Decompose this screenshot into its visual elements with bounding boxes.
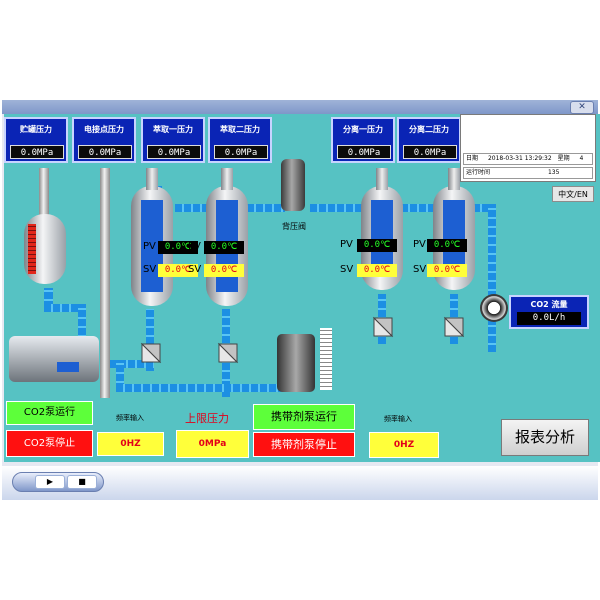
pipe bbox=[39, 168, 49, 218]
stop-button[interactable]: ■ bbox=[67, 475, 97, 489]
freq-input-field[interactable]: 0HZ bbox=[97, 432, 164, 456]
pv-label: PV bbox=[413, 239, 426, 250]
gauge-title: 分离一压力 bbox=[343, 125, 383, 134]
runtime-row: 运行时间 135 bbox=[463, 167, 593, 179]
date-label: 日期 bbox=[466, 155, 479, 162]
language-toggle-button[interactable]: 中文/EN bbox=[552, 186, 594, 202]
pipe bbox=[464, 204, 492, 212]
storage-tank bbox=[24, 214, 66, 284]
runtime-label: 运行时间 bbox=[466, 169, 491, 176]
valve-icon[interactable] bbox=[443, 316, 465, 338]
gauge-extract1-pressure: 萃取一压力 0.0MPa bbox=[141, 117, 205, 163]
date-value: 2018-03-31 13:29:32 bbox=[487, 155, 552, 162]
back-pressure-valve-label: 背压阀 bbox=[282, 222, 306, 231]
entrainer-pump-run-button[interactable]: 携带剂泵运行 bbox=[253, 404, 355, 430]
pv-label: PV bbox=[143, 241, 156, 252]
date-row: 日期 2018-03-31 13:29:32 星期 4 bbox=[463, 153, 593, 165]
entrainer-pump-stop-button[interactable]: 携带剂泵停止 bbox=[253, 432, 355, 457]
back-pressure-valve-icon bbox=[281, 159, 305, 211]
pipe bbox=[310, 204, 380, 212]
flow-value: 0.0L/h bbox=[517, 312, 581, 325]
valve-icon[interactable] bbox=[372, 316, 394, 338]
sv-value: 0.0℃ bbox=[158, 264, 198, 277]
level-indicator bbox=[28, 224, 36, 274]
gauge-sep1-pressure: 分离一压力 0.0MPa bbox=[331, 117, 395, 163]
pv-label: PV bbox=[188, 241, 201, 252]
flow-title: CO2 流量 bbox=[530, 300, 568, 309]
player-controls: ▶ ■ bbox=[12, 472, 104, 492]
sv-value: 0.0℃ bbox=[427, 264, 467, 277]
title-bar bbox=[2, 100, 598, 114]
gauge-value: 0.0MPa bbox=[147, 145, 201, 159]
pipe bbox=[44, 288, 53, 308]
pv-value: 0.0℃ bbox=[204, 241, 244, 254]
sv-label: SV bbox=[340, 264, 354, 275]
gauge-value: 0.0MPa bbox=[403, 145, 457, 159]
flow-meter-icon bbox=[480, 294, 508, 322]
gauge-title: 萃取二压力 bbox=[220, 125, 260, 134]
pipe bbox=[100, 168, 110, 398]
gauge-storage-pressure: 贮罐压力 0.0MPa bbox=[4, 117, 68, 163]
gauge-extract2-pressure: 萃取二压力 0.0MPa bbox=[208, 117, 272, 163]
runtime-value: 135 bbox=[547, 169, 560, 176]
entrainer-tank-icon bbox=[320, 328, 332, 390]
pv-value: 0.0℃ bbox=[427, 239, 467, 252]
stop-icon: ■ bbox=[78, 477, 86, 486]
gauge-title: 贮罐压力 bbox=[20, 125, 52, 134]
gauge-title: 萃取一压力 bbox=[153, 125, 193, 134]
pipe bbox=[44, 304, 82, 312]
sv-value: 0.0℃ bbox=[357, 264, 397, 277]
x-icon: ✕ bbox=[578, 102, 586, 112]
gauge-value: 0.0MPa bbox=[337, 145, 391, 159]
pipe bbox=[116, 384, 291, 392]
gauge-contact-pressure: 电接点压力 0.0MPa bbox=[72, 117, 136, 163]
upper-pressure-label: 上限压力 bbox=[185, 412, 229, 425]
play-button[interactable]: ▶ bbox=[35, 475, 65, 489]
gauge-value: 0.0MPa bbox=[214, 145, 268, 159]
freq-input-label: 频率输入 bbox=[384, 415, 412, 423]
play-icon: ▶ bbox=[46, 477, 54, 486]
gauge-value: 0.0MPa bbox=[78, 145, 132, 159]
arrow-icon bbox=[57, 362, 79, 372]
gauge-sep2-pressure: 分离二压力 0.0MPa bbox=[397, 117, 461, 163]
sv-label: SV bbox=[413, 264, 427, 275]
co2-pump-stop-button[interactable]: CO2泵停止 bbox=[6, 430, 93, 457]
pipe bbox=[488, 204, 496, 352]
entrainer-pump-icon bbox=[277, 334, 315, 392]
info-panel: 日期 2018-03-31 13:29:32 星期 4 运行时间 135 bbox=[460, 114, 596, 182]
upper-pressure-field[interactable]: 0MPa bbox=[176, 430, 249, 458]
pipe bbox=[110, 360, 154, 368]
pv-label: PV bbox=[340, 239, 353, 250]
sv-label: SV bbox=[143, 264, 157, 275]
valve-icon[interactable] bbox=[217, 342, 239, 364]
pipe bbox=[392, 204, 452, 212]
flow-panel: CO2 流量 0.0L/h bbox=[509, 295, 589, 329]
player-bar: ▶ ■ bbox=[2, 466, 598, 500]
co2-pump-run-button[interactable]: CO2泵运行 bbox=[6, 401, 93, 425]
co2-pump-icon bbox=[9, 336, 99, 382]
report-analysis-button[interactable]: 报表分析 bbox=[501, 419, 589, 456]
valve-icon[interactable] bbox=[140, 342, 162, 364]
gauge-title: 分离二压力 bbox=[409, 125, 449, 134]
freq-input-field[interactable]: 0HZ bbox=[369, 432, 439, 458]
pipe bbox=[78, 304, 86, 344]
freq-input-label: 频率输入 bbox=[116, 414, 144, 422]
pipe bbox=[146, 309, 154, 371]
hmi-panel: 贮罐压力 0.0MPa 电接点压力 0.0MPa 萃取一压力 0.0MPa 萃取… bbox=[4, 114, 600, 462]
close-button[interactable]: ✕ bbox=[570, 101, 594, 114]
pv-value: 0.0℃ bbox=[357, 239, 397, 252]
pv-value: 0.0℃ bbox=[158, 241, 198, 254]
sv-value: 0.0℃ bbox=[204, 264, 244, 277]
gauge-title: 电接点压力 bbox=[84, 125, 124, 134]
week-label: 星期 bbox=[557, 155, 570, 162]
week-value: 4 bbox=[579, 155, 584, 162]
sv-label: SV bbox=[188, 264, 202, 275]
gauge-value: 0.0MPa bbox=[10, 145, 64, 159]
pipe bbox=[116, 360, 124, 390]
